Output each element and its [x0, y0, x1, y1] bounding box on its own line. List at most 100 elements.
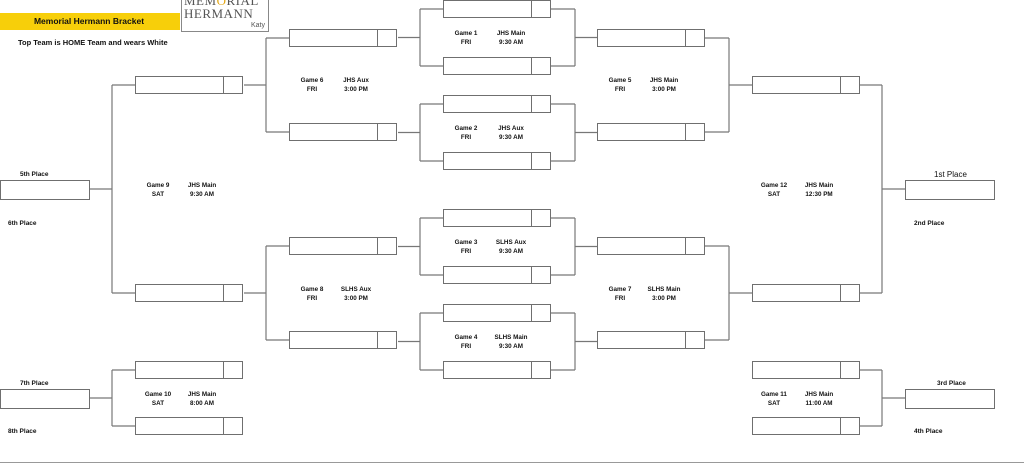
bracket-title: Memorial Hermann Bracket [33, 16, 145, 26]
score-cell[interactable] [531, 96, 550, 112]
game-venue: SLHS Main [647, 286, 681, 293]
game-day: FRI [460, 248, 472, 255]
team-slot[interactable] [597, 123, 705, 141]
score-cell[interactable] [531, 210, 550, 226]
score-cell[interactable] [685, 124, 704, 140]
third-place-box[interactable] [905, 389, 995, 409]
game-day: FRI [460, 343, 472, 350]
team-slot[interactable] [443, 57, 551, 75]
game-time: 9:30 AM [499, 248, 523, 255]
score-cell[interactable] [223, 418, 242, 434]
team-slot[interactable] [597, 331, 705, 349]
score-cell[interactable] [840, 77, 859, 93]
game-day: SAT [151, 191, 165, 198]
score-cell[interactable] [840, 362, 859, 378]
game-time: 12:30 PM [805, 191, 833, 198]
team-slot[interactable] [443, 304, 551, 322]
game-venue: JHS Main [496, 30, 526, 37]
game-venue: JHS Aux [343, 77, 369, 84]
game-number: Game 3 [454, 239, 478, 246]
team-slot[interactable] [597, 29, 705, 47]
team-slot[interactable] [135, 417, 243, 435]
score-cell[interactable] [531, 267, 550, 283]
team-slot[interactable] [597, 237, 705, 255]
game-number: Game 2 [454, 125, 478, 132]
game-number: Game 12 [760, 182, 788, 189]
game-time: 9:30 AM [499, 134, 523, 141]
score-cell[interactable] [531, 1, 550, 17]
game-time: 9:30 AM [499, 39, 523, 46]
fifth-place-label: 5th Place [20, 171, 49, 178]
game-number: Game 11 [761, 391, 787, 398]
game-number: Game 7 [608, 286, 632, 293]
game-venue: JHS Main [804, 182, 834, 189]
score-cell[interactable] [531, 362, 550, 378]
score-cell[interactable] [531, 153, 550, 169]
team-slot[interactable] [443, 0, 551, 18]
game-time: 3:00 PM [344, 86, 368, 93]
score-cell[interactable] [685, 332, 704, 348]
game-day: FRI [306, 86, 318, 93]
team-slot[interactable] [289, 29, 397, 47]
score-cell[interactable] [685, 30, 704, 46]
game-venue: JHS Main [187, 391, 217, 398]
score-cell[interactable] [223, 77, 242, 93]
game-day: SAT [767, 191, 781, 198]
team-slot[interactable] [752, 361, 860, 379]
second-place-label: 2nd Place [914, 220, 945, 227]
team-slot[interactable] [289, 237, 397, 255]
score-cell[interactable] [377, 124, 396, 140]
score-cell[interactable] [840, 418, 859, 434]
game-day: SAT [767, 400, 781, 407]
game-venue: SLHS Main [494, 334, 528, 341]
game-venue: JHS Aux [498, 125, 524, 132]
first-place-box[interactable] [905, 180, 995, 200]
eighth-place-label: 8th Place [8, 428, 37, 435]
game-day: FRI [614, 86, 626, 93]
score-cell[interactable] [223, 285, 242, 301]
fifth-place-box[interactable] [0, 180, 90, 200]
game-time: 11:00 AM [805, 400, 833, 407]
score-cell[interactable] [223, 362, 242, 378]
game-number: Game 8 [300, 286, 324, 293]
team-slot[interactable] [443, 361, 551, 379]
score-cell[interactable] [377, 332, 396, 348]
team-slot[interactable] [443, 95, 551, 113]
team-slot[interactable] [135, 284, 243, 302]
team-slot[interactable] [752, 417, 860, 435]
game-time: 8:00 AM [190, 400, 214, 407]
memorial-hermann-logo: MEMORIAL HERMANN Katy [181, 0, 269, 32]
game-day: SAT [151, 400, 165, 407]
game-venue: JHS Main [187, 182, 217, 189]
seventh-place-box[interactable] [0, 389, 90, 409]
logo-line3: Katy [250, 22, 265, 29]
team-slot[interactable] [443, 266, 551, 284]
team-slot[interactable] [289, 123, 397, 141]
game-day: FRI [306, 295, 318, 302]
score-cell[interactable] [531, 305, 550, 321]
team-slot[interactable] [443, 209, 551, 227]
game-number: Game 4 [454, 334, 478, 341]
bottom-rule [0, 462, 1024, 463]
game-day: FRI [460, 134, 472, 141]
game-time: 9:30 AM [499, 343, 523, 350]
team-slot[interactable] [752, 76, 860, 94]
logo-line2: HERMANN [184, 6, 254, 21]
game-day: FRI [614, 295, 626, 302]
team-slot[interactable] [289, 331, 397, 349]
score-cell[interactable] [685, 238, 704, 254]
score-cell[interactable] [531, 58, 550, 74]
game-venue: JHS Main [649, 77, 679, 84]
score-cell[interactable] [840, 285, 859, 301]
game-time: 3:00 PM [344, 295, 368, 302]
game-number: Game 5 [608, 77, 632, 84]
team-slot[interactable] [443, 152, 551, 170]
first-place-label: 1st Place [934, 170, 967, 179]
team-slot[interactable] [752, 284, 860, 302]
team-slot[interactable] [135, 361, 243, 379]
score-cell[interactable] [377, 30, 396, 46]
score-cell[interactable] [377, 238, 396, 254]
fourth-place-label: 4th Place [914, 428, 943, 435]
team-slot[interactable] [135, 76, 243, 94]
game-number: Game 6 [300, 77, 324, 84]
